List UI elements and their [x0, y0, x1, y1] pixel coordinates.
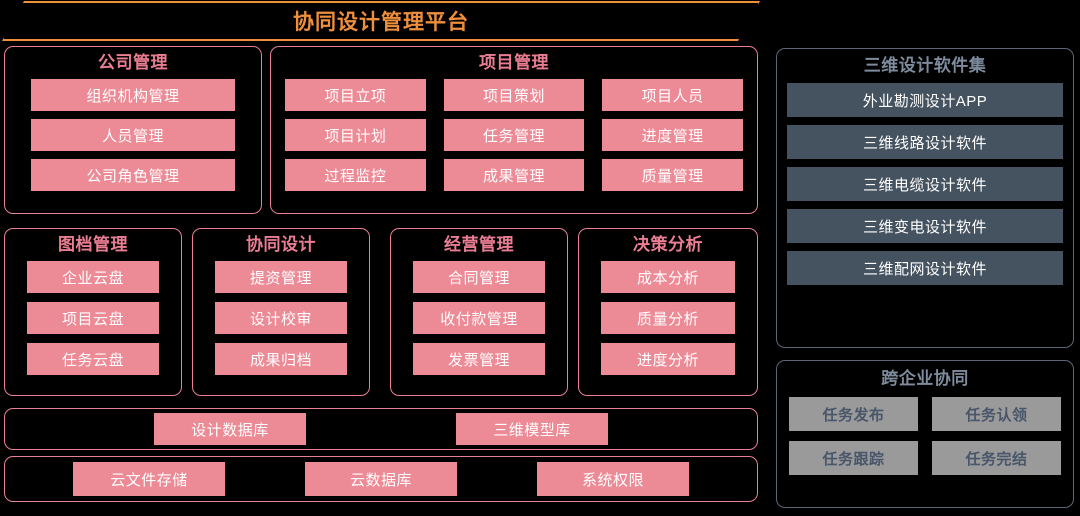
panel-business-management[interactable]: 经营管理 合同管理 收付款管理 发票管理: [390, 228, 568, 396]
chip-资料-provision-management[interactable]: 提资管理: [215, 261, 347, 293]
panel-company-title: 公司管理: [98, 53, 168, 72]
collaborative-design-item-list: 提资管理 设计校审 成果归档: [215, 261, 347, 375]
panel-document-title: 图档管理: [58, 235, 128, 254]
chip-task-management[interactable]: 任务管理: [443, 119, 585, 151]
chip-personnel[interactable]: 人员管理: [31, 119, 235, 151]
panel-3d-design-software-suite[interactable]: 三维设计软件集 外业勘测设计APP 三维线路设计软件 三维电缆设计软件 三维变电…: [776, 48, 1074, 348]
platform-title: 协同设计管理平台: [293, 11, 469, 34]
chip-payment-management[interactable]: 收付款管理: [413, 302, 545, 334]
chip-enterprise-cloud-disk[interactable]: 企业云盘: [27, 261, 159, 293]
chip-contract-management[interactable]: 合同管理: [413, 261, 545, 293]
panel-company-management[interactable]: 公司管理 组织机构管理 人员管理 公司角色管理: [4, 46, 262, 214]
chip-task-completion[interactable]: 任务完结: [932, 441, 1061, 475]
panel-software-title: 三维设计软件集: [863, 56, 987, 75]
chip-3d-cable-design-software[interactable]: 三维电缆设计软件: [787, 167, 1063, 201]
chip-task-publish[interactable]: 任务发布: [789, 397, 918, 431]
chip-quality-analysis[interactable]: 质量分析: [601, 302, 735, 334]
platform-title-banner: 协同设计管理平台: [2, 1, 760, 41]
panel-data-layer: 设计数据库 三维模型库: [4, 408, 758, 450]
chip-project-initiation[interactable]: 项目立项: [285, 79, 426, 111]
chip-3d-model-library[interactable]: 三维模型库: [456, 413, 608, 445]
decision-item-list: 成本分析 质量分析 进度分析: [601, 261, 735, 375]
chip-org-structure[interactable]: 组织机构管理: [31, 79, 235, 111]
chip-3d-line-design-software[interactable]: 三维线路设计软件: [787, 125, 1063, 159]
panel-project-title: 项目管理: [479, 53, 549, 72]
chip-deliverable-management[interactable]: 成果管理: [443, 159, 585, 191]
chip-deliverable-archiving[interactable]: 成果归档: [215, 343, 347, 375]
chip-progress-management[interactable]: 进度管理: [602, 119, 743, 151]
chip-project-cloud-disk[interactable]: 项目云盘: [27, 302, 159, 334]
panel-project-management[interactable]: 项目管理 项目立项 项目策划 项目人员 项目计划 任务管理 进度管理 过程监控 …: [270, 46, 758, 214]
chip-project-schedule-plan[interactable]: 项目计划: [285, 119, 426, 151]
chip-task-cloud-disk[interactable]: 任务云盘: [27, 343, 159, 375]
chip-design-database[interactable]: 设计数据库: [154, 413, 306, 445]
chip-invoice-management[interactable]: 发票管理: [413, 343, 545, 375]
chip-company-roles[interactable]: 公司角色管理: [31, 159, 235, 191]
panel-cross-enterprise-collaboration[interactable]: 跨企业协同 任务发布 任务认领 任务跟踪 任务完结: [776, 360, 1074, 508]
left-column: 协同设计管理平台 公司管理 组织机构管理 人员管理 公司角色管理 项目管理 项目…: [0, 0, 762, 502]
software-item-list: 外业勘测设计APP 三维线路设计软件 三维电缆设计软件 三维变电设计软件 三维配…: [787, 83, 1063, 285]
chip-project-planning[interactable]: 项目策划: [443, 79, 585, 111]
chip-progress-analysis[interactable]: 进度分析: [601, 343, 735, 375]
document-item-list: 企业云盘 项目云盘 任务云盘: [27, 261, 159, 375]
right-column: 三维设计软件集 外业勘测设计APP 三维线路设计软件 三维电缆设计软件 三维变电…: [770, 0, 1080, 516]
chip-3d-substation-design-software[interactable]: 三维变电设计软件: [787, 209, 1063, 243]
chip-cloud-database[interactable]: 云数据库: [305, 462, 457, 496]
chip-field-survey-app[interactable]: 外业勘测设计APP: [787, 83, 1063, 117]
cross-item-grid: 任务发布 任务认领 任务跟踪 任务完结: [789, 397, 1061, 475]
chip-system-permissions[interactable]: 系统权限: [537, 462, 689, 496]
panel-document-management[interactable]: 图档管理 企业云盘 项目云盘 任务云盘: [4, 228, 182, 396]
project-item-grid: 项目立项 项目策划 项目人员 项目计划 任务管理 进度管理 过程监控 成果管理 …: [285, 79, 743, 191]
chip-project-personnel[interactable]: 项目人员: [602, 79, 743, 111]
business-item-list: 合同管理 收付款管理 发票管理: [413, 261, 545, 375]
panel-decision-analysis[interactable]: 决策分析 成本分析 质量分析 进度分析: [578, 228, 758, 396]
panel-collaborative-design-title: 协同设计: [246, 235, 316, 254]
panel-collaborative-design[interactable]: 协同设计 提资管理 设计校审 成果归档: [192, 228, 370, 396]
chip-cost-analysis[interactable]: 成本分析: [601, 261, 735, 293]
chip-task-claim[interactable]: 任务认领: [932, 397, 1061, 431]
company-item-list: 组织机构管理 人员管理 公司角色管理: [31, 79, 235, 191]
chip-task-tracking[interactable]: 任务跟踪: [789, 441, 918, 475]
chip-process-monitoring[interactable]: 过程监控: [285, 159, 426, 191]
chip-cloud-file-storage[interactable]: 云文件存储: [73, 462, 225, 496]
chip-quality-management[interactable]: 质量管理: [602, 159, 743, 191]
panel-business-title: 经营管理: [444, 235, 514, 254]
chip-3d-distribution-network-design-software[interactable]: 三维配网设计软件: [787, 251, 1063, 285]
panel-decision-title: 决策分析: [633, 235, 703, 254]
panel-cross-title: 跨企业协同: [881, 369, 969, 388]
chip-design-review[interactable]: 设计校审: [215, 302, 347, 334]
panel-infrastructure-layer: 云文件存储 云数据库 系统权限: [4, 456, 758, 502]
